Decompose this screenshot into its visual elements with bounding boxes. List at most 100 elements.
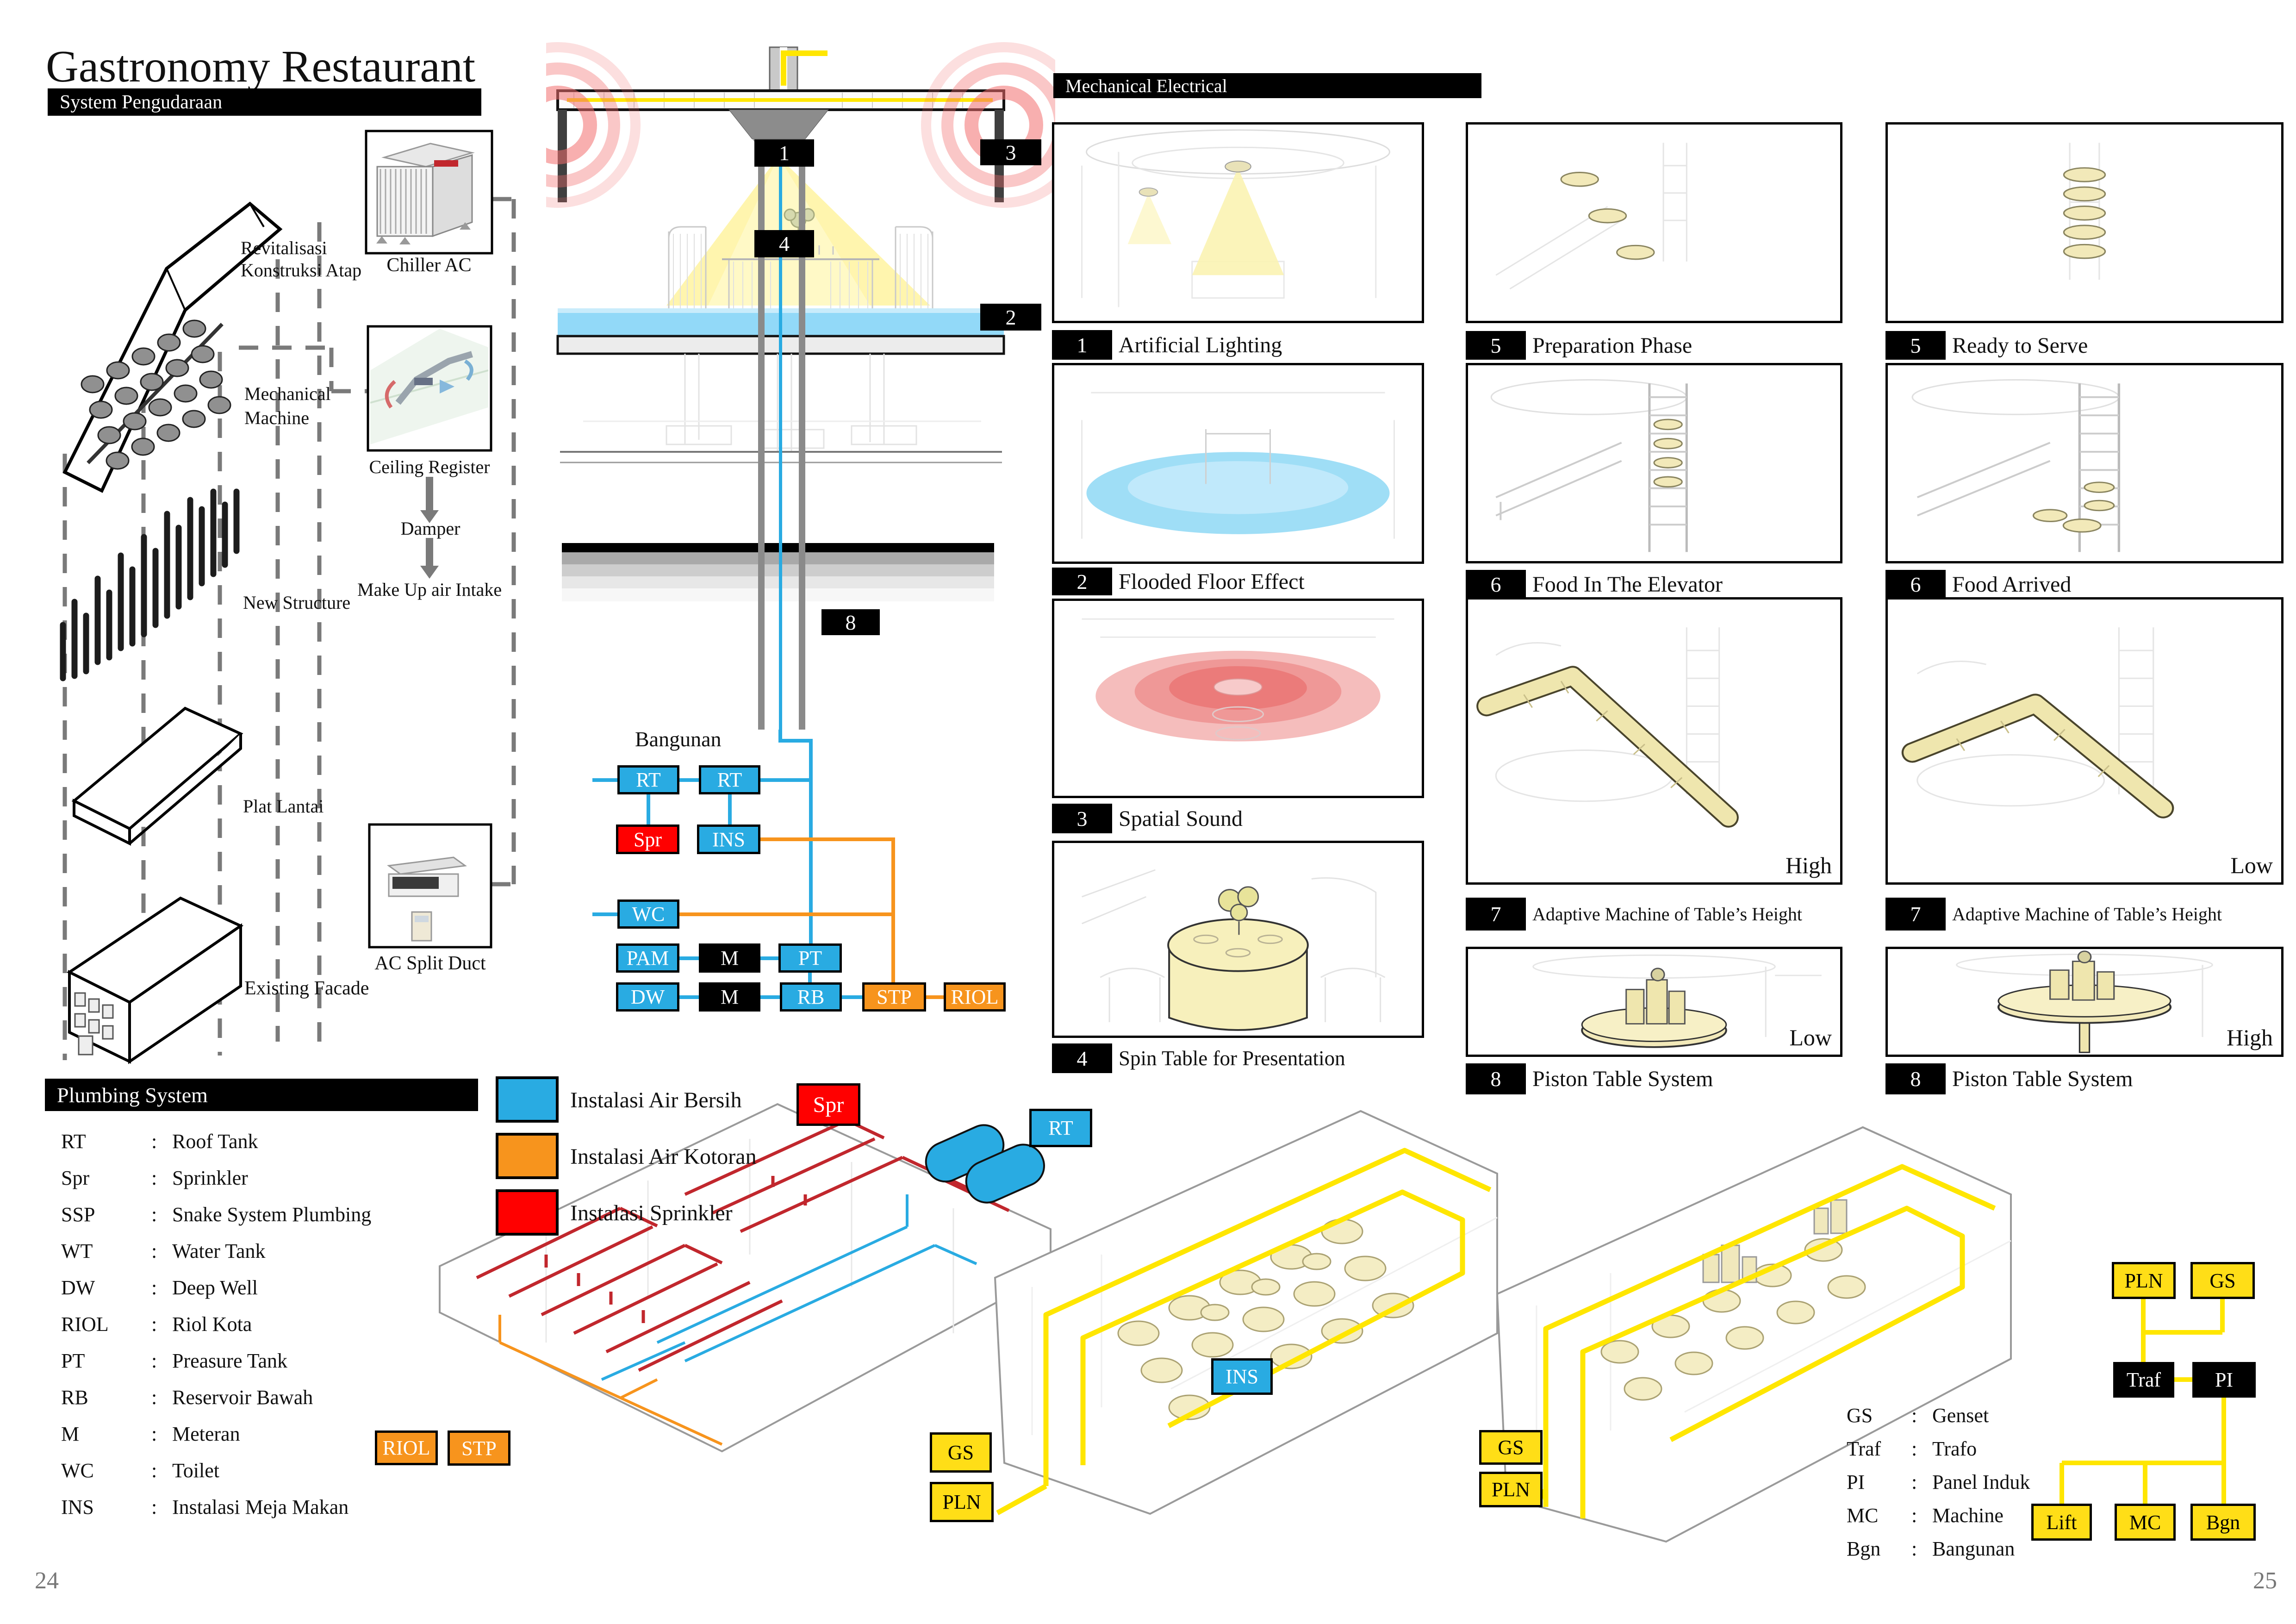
tag-spr: Spr	[796, 1083, 860, 1126]
node-spr: Spr	[616, 824, 679, 854]
bangunan-label: Bangunan	[635, 727, 722, 751]
section-tag-3: 3	[980, 139, 1041, 165]
panel-note: Low	[1789, 1024, 1832, 1050]
legend-swatch-air-kotoran	[496, 1133, 559, 1179]
node-traf: Traf	[2113, 1362, 2174, 1398]
roof-tanks	[925, 1124, 1045, 1204]
label-mechanical-machine: Mechanical Machine	[244, 383, 331, 428]
caption-spatial-sound: 3 Spatial Sound	[1052, 804, 1424, 833]
panel-adaptive-high: High	[1466, 597, 1842, 885]
dining-tables-grid	[1117, 1218, 1414, 1420]
node-wc: WC	[617, 899, 679, 929]
power-loop-mid	[996, 1148, 1492, 1515]
plumbing-legend-row: WT:Water Tank	[61, 1240, 266, 1262]
existing-facade-axon	[67, 896, 244, 1064]
tag-stp: STP	[448, 1430, 510, 1466]
clean-water-pipes	[601, 1194, 977, 1381]
node-rb: RB	[780, 982, 842, 1012]
caption-adaptive-low: 7 Adaptive Machine of Table’s Height	[1885, 898, 2284, 931]
label-plat-lantai: Plat Lantai	[243, 796, 324, 817]
bangunan-flowchart-lines	[592, 730, 944, 999]
facade-windows	[74, 992, 114, 1056]
caption-flooded-floor: 2 Flooded Floor Effect	[1052, 568, 1424, 595]
tag-rt: RT	[1029, 1109, 1092, 1147]
electrical-flowchart-lines	[2060, 1299, 2226, 1504]
node-rt2: RT	[699, 765, 760, 794]
water-riser-pipe	[779, 156, 782, 730]
legend-swatch-sprinkler	[496, 1189, 559, 1236]
label-ceiling-register: Ceiling Register	[369, 456, 490, 477]
section-tag-4: 4	[754, 230, 814, 257]
systems-axon-drawings	[439, 1103, 2012, 1543]
plumbing-legend-row: DW:Deep Well	[61, 1276, 258, 1299]
plumbing-legend-row: WC:Toilet	[61, 1459, 220, 1482]
plumbing-legend-row: RIOL:Riol Kota	[61, 1313, 252, 1336]
node-stp: STP	[862, 982, 926, 1012]
ventilation-exploded-axon-drawing	[60, 130, 516, 1064]
label-damper: Damper	[400, 518, 460, 539]
chiller-unit-sketch	[376, 143, 475, 244]
new-structure-slats	[60, 488, 240, 681]
label-existing-facade: Existing Facade	[244, 978, 369, 999]
plumbing-legend-row: RT:Roof Tank	[61, 1130, 258, 1153]
legend-label-sprinkler: Instalasi Sprinkler	[570, 1201, 733, 1225]
panel-ready-to-serve	[1885, 122, 2284, 323]
node-pln: PLN	[2112, 1262, 2176, 1299]
sprinkler-pipes	[476, 1118, 1010, 1372]
electrical-legend-row: Traf:Trafo	[1847, 1437, 1977, 1460]
caption-food-arrived: 6 Food Arrived	[1885, 570, 2284, 599]
panel-note: High	[2227, 1024, 2273, 1050]
page-number-right: 25	[2253, 1568, 2277, 1594]
piston-machine-blobs	[1702, 1199, 1848, 1283]
caption-piston-low: 8 Piston Table System	[1466, 1063, 1842, 1094]
tag-riol: RIOL	[375, 1430, 438, 1465]
panel-flooded-floor	[1052, 363, 1424, 564]
label-revitalisasi: Revitalisasi Konstruksi Atap	[241, 237, 362, 281]
panel-piston-low: Low	[1466, 947, 1842, 1057]
section-tag-2: 2	[980, 304, 1041, 331]
restaurant-section-drawing	[546, 42, 1055, 730]
spatial-sound-waves-left	[546, 42, 641, 208]
tag-gs-right: GS	[1479, 1430, 1543, 1465]
caption-ready-to-serve: 5 Ready to Serve	[1885, 331, 2284, 360]
power-loop-right	[1540, 1164, 1996, 1518]
node-m2: M	[699, 982, 760, 1012]
node-m1: M	[699, 943, 760, 973]
caption-artificial-lighting: 1 Artificial Lighting	[1052, 330, 1424, 360]
plumbing-legend-row: Spr:Sprinkler	[61, 1167, 248, 1189]
legend-swatch-air-bersih	[496, 1076, 559, 1123]
node-pam: PAM	[616, 943, 679, 973]
panel-note: Low	[2230, 852, 2273, 878]
caption-preparation-phase: 5 Preparation Phase	[1466, 331, 1842, 360]
section-header-plumbing: Plumbing System	[45, 1079, 478, 1111]
panel-adaptive-low: Low	[1885, 597, 2284, 885]
label-chiller-ac: Chiller AC	[386, 255, 472, 276]
machine-tables-grid	[1600, 1238, 1866, 1401]
plumbing-legend-row: SSP:Snake System Plumbing	[61, 1203, 372, 1226]
node-gs: GS	[2190, 1262, 2255, 1299]
waste-water-pipes	[498, 1315, 723, 1446]
panel-spatial-sound	[1052, 599, 1424, 798]
electrical-legend-row: PI:Panel Induk	[1847, 1471, 2030, 1493]
light-collector	[728, 109, 829, 139]
electrical-pipe-roof	[781, 50, 828, 86]
floor-plate-axon	[71, 706, 243, 846]
tag-ins: INS	[1211, 1358, 1273, 1395]
panel-preparation-phase	[1466, 122, 1842, 323]
plumbing-legend-row: M:Meteran	[61, 1423, 240, 1445]
caption-food-in-elevator: 6 Food In The Elevator	[1466, 570, 1842, 599]
plumbing-legend-row: INS:Instalasi Meja Makan	[61, 1496, 349, 1518]
node-riol: RIOL	[944, 982, 1006, 1012]
label-ac-split-duct: AC Split Duct	[374, 953, 486, 974]
section-tag-8: 8	[821, 609, 880, 635]
panel-spin-table	[1052, 841, 1424, 1038]
plumbing-legend-row: PT:Preasure Tank	[61, 1349, 288, 1372]
node-ins: INS	[697, 824, 760, 854]
plumbing-legend-row: RB:Reservoir Bawah	[61, 1386, 313, 1409]
service-shaft	[758, 156, 765, 730]
legend-label-air-kotoran: Instalasi Air Kotoran	[570, 1144, 757, 1169]
ceiling-register-sketch	[370, 329, 489, 444]
section-header-pengudaraan: System Pengudaraan	[48, 88, 481, 116]
section-tag-1: 1	[754, 139, 814, 167]
